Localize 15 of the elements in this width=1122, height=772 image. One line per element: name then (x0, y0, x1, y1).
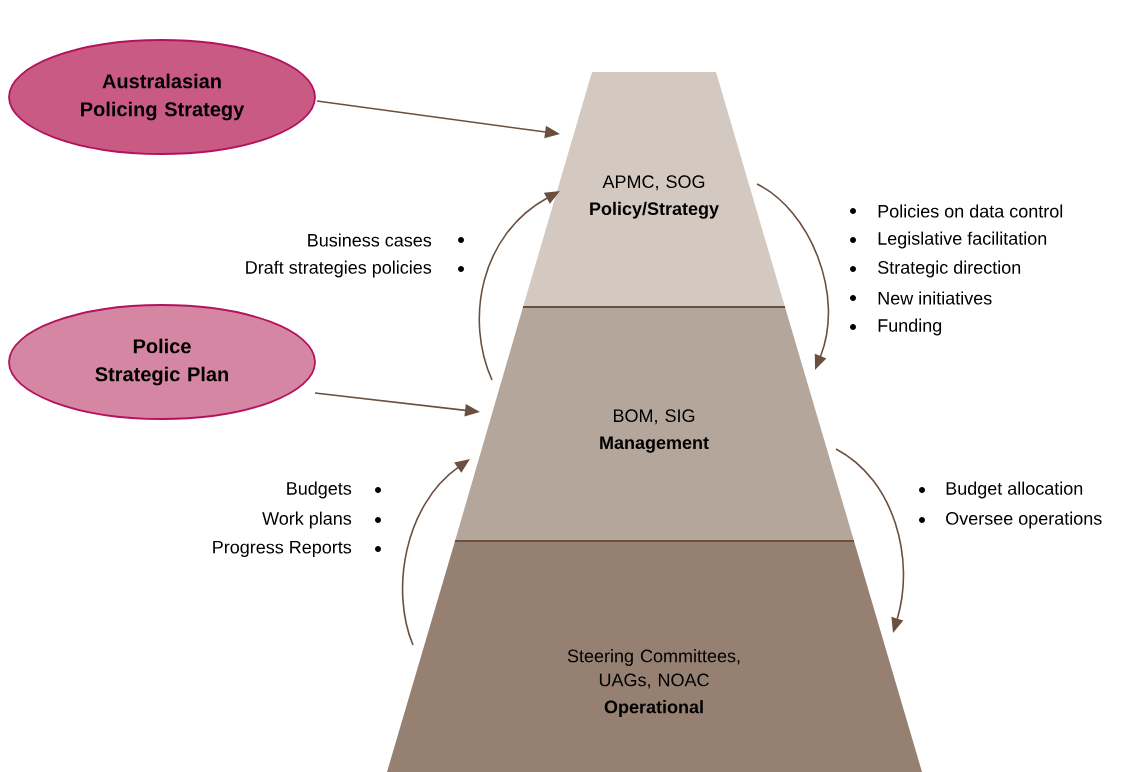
bullet-item: Work plans (262, 511, 381, 529)
bullet-item: Budget allocation (919, 481, 1083, 499)
pyramid-tier: Steering Committees, UAGs, NOAC Operational (387, 541, 922, 772)
bullet-item: Budgets (287, 481, 381, 499)
bullet-item: Legislative facilitation (850, 231, 1047, 249)
bullet-item: Draft strategies policies (246, 260, 464, 278)
pyramid-tier: APMC, SOG Policy/Strategy (523, 72, 785, 307)
pyramid-tier: BOM, SIG Management (455, 307, 854, 541)
bullet-item: Policies on data control (850, 204, 1063, 218)
bullet-item: Strategic direction (850, 260, 1021, 278)
bullet-item: New initiatives (850, 291, 992, 305)
bullet-item: Business cases (308, 233, 464, 247)
bullet-item: Oversee operations (919, 511, 1102, 529)
arrow (401, 459, 470, 646)
bullet-item: Progress Reports (213, 540, 381, 558)
